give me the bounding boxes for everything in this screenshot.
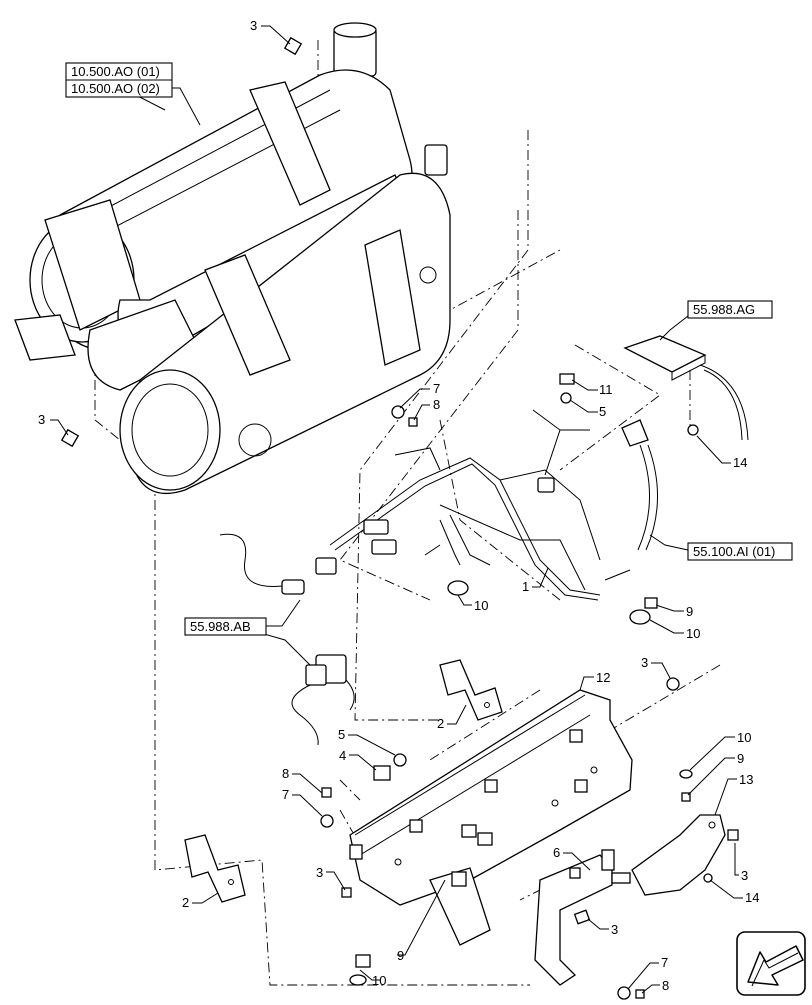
callout-number: 3 [641, 655, 648, 670]
nox-sensor-module [623, 335, 749, 441]
callout-number: 3 [316, 865, 323, 880]
small-bracket-upper [439, 659, 503, 721]
callout-number: 10 [737, 730, 751, 745]
reference-box-10500ao[interactable]: 10.500.AO (01) 10.500.AO (02) [65, 62, 173, 98]
callout-number: 8 [282, 766, 289, 781]
callout-number: 7 [433, 381, 440, 396]
main-mounting-bracket [349, 689, 633, 946]
callout-numbers: 3 3 7 8 11 5 14 1 10 9 10 3 12 2 5 4 8 7… [38, 18, 759, 993]
callout-number: 4 [339, 748, 346, 763]
callout-number: 5 [338, 727, 345, 742]
callout-number: 13 [739, 772, 753, 787]
callout-number: 2 [437, 716, 444, 731]
callout-number: 14 [745, 890, 759, 905]
sensor-harness-cable [621, 419, 659, 551]
reference-label: 10.500.AO (01) [71, 64, 160, 79]
callout-number: 3 [38, 412, 45, 427]
small-bracket-lower [184, 834, 246, 903]
leader-lines [50, 25, 743, 994]
callout-number: 14 [733, 455, 747, 470]
callout-number: 9 [737, 751, 744, 766]
callout-number: 12 [596, 670, 610, 685]
reference-label: 10.500.AO (02) [71, 81, 160, 96]
callout-number: 6 [553, 845, 560, 860]
sensor-bracket [534, 849, 631, 986]
temperature-sensor [291, 654, 355, 746]
callout-number: 7 [282, 787, 289, 802]
wiring-harness [219, 457, 601, 601]
callout-number: 1 [522, 579, 529, 594]
curved-bracket [631, 814, 726, 896]
hardware-fasteners [60, 36, 739, 1000]
callout-number: 10 [372, 973, 386, 988]
callout-number: 9 [686, 604, 693, 619]
callout-number: 10 [474, 598, 488, 613]
reference-box-55100ai[interactable]: 55.100.AI (01) [687, 542, 793, 561]
reference-label: 55.100.AI (01) [693, 544, 775, 559]
exhaust-aftertreatment-assembly [14, 22, 451, 495]
callout-number: 11 [599, 382, 613, 397]
callout-number: 3 [611, 922, 618, 937]
callout-number: 5 [599, 404, 606, 419]
callout-number: 8 [433, 397, 440, 412]
callout-number: 3 [741, 868, 748, 883]
callout-number: 9 [397, 948, 404, 963]
callout-number: 7 [661, 955, 668, 970]
callout-number: 3 [250, 18, 257, 33]
callout-number: 2 [182, 895, 189, 910]
navigation-arrow-icon[interactable] [736, 931, 806, 996]
reference-box-55988ab[interactable]: 55.988.AB [184, 617, 267, 636]
reference-label: 55.988.AG [693, 302, 755, 317]
callout-number: 8 [662, 978, 669, 993]
callout-number: 10 [686, 626, 700, 641]
reference-label: 55.988.AB [190, 619, 251, 634]
reference-box-55988ag[interactable]: 55.988.AG [687, 300, 773, 319]
